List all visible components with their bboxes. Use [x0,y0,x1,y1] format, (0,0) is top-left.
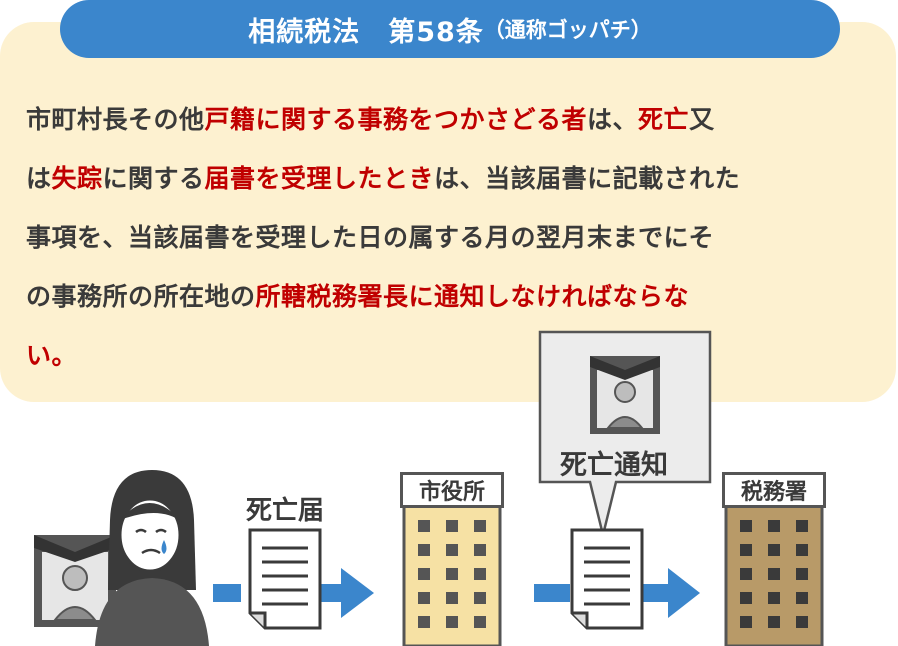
highlighted-phrase: 所轄税務署長に通知しなければならな [255,282,690,311]
document-icon [570,528,644,630]
tax-office-building-icon [724,496,824,646]
arrow-right-icon [534,568,700,618]
tax-office-sign: 税務署 [722,472,826,508]
title-sub: （通称ゴッパチ） [483,18,652,42]
grieving-woman-icon [95,470,209,646]
highlighted-phrase: 届書を受理したとき [204,164,435,193]
death-report-label: 死亡届 [246,496,325,526]
speech-bubble-icon [538,330,712,536]
statute-line: は失踪に関する届書を受理したときは、当該届書に記載された [26,149,876,208]
memorial-portrait-icon [34,535,116,627]
statute-phrase: の事務所の所在地の [26,282,256,311]
statute-phrase: は、 [587,105,639,134]
statute-line: 市町村長その他戸籍に関する事務をつかさどる者は、死亡又 [26,90,876,149]
death-notice-label: 死亡通知 [560,450,668,481]
document-icon [248,528,322,630]
title-banner: 相続税法 第58条 （通称ゴッパチ） [60,0,840,58]
city-office-sign: 市役所 [400,472,504,508]
highlighted-phrase: 戸籍に関する事務をつかさどる者 [204,105,588,134]
highlighted-phrase: 死亡 [638,105,690,134]
statute-phrase: 又 [689,105,715,134]
statute-line: の事務所の所在地の所轄税務署長に通知しなければならな [26,267,876,326]
city-office-building-icon [402,496,502,646]
statute-phrase: は [26,164,52,193]
statute-box [0,22,896,402]
statute-phrase: に関する [102,164,205,193]
statute-text: 市町村長その他戸籍に関する事務をつかさどる者は、死亡又は失踪に関する届書を受理し… [26,90,876,385]
statute-line: い。 [26,326,876,385]
statute-line: 事項を、当該届書を受理した日の属する月の翌月末までにそ [26,208,876,267]
highlighted-phrase: 失踪 [51,164,103,193]
statute-phrase: 事項を、当該届書を受理した日の属する月の翌月末までにそ [26,223,715,252]
title-main: 相続税法 第58条 [248,16,484,48]
highlighted-phrase: い。 [26,341,78,370]
statute-phrase: は、当該届書に記載された [434,164,741,193]
statute-phrase: 市町村長その他 [26,105,205,134]
